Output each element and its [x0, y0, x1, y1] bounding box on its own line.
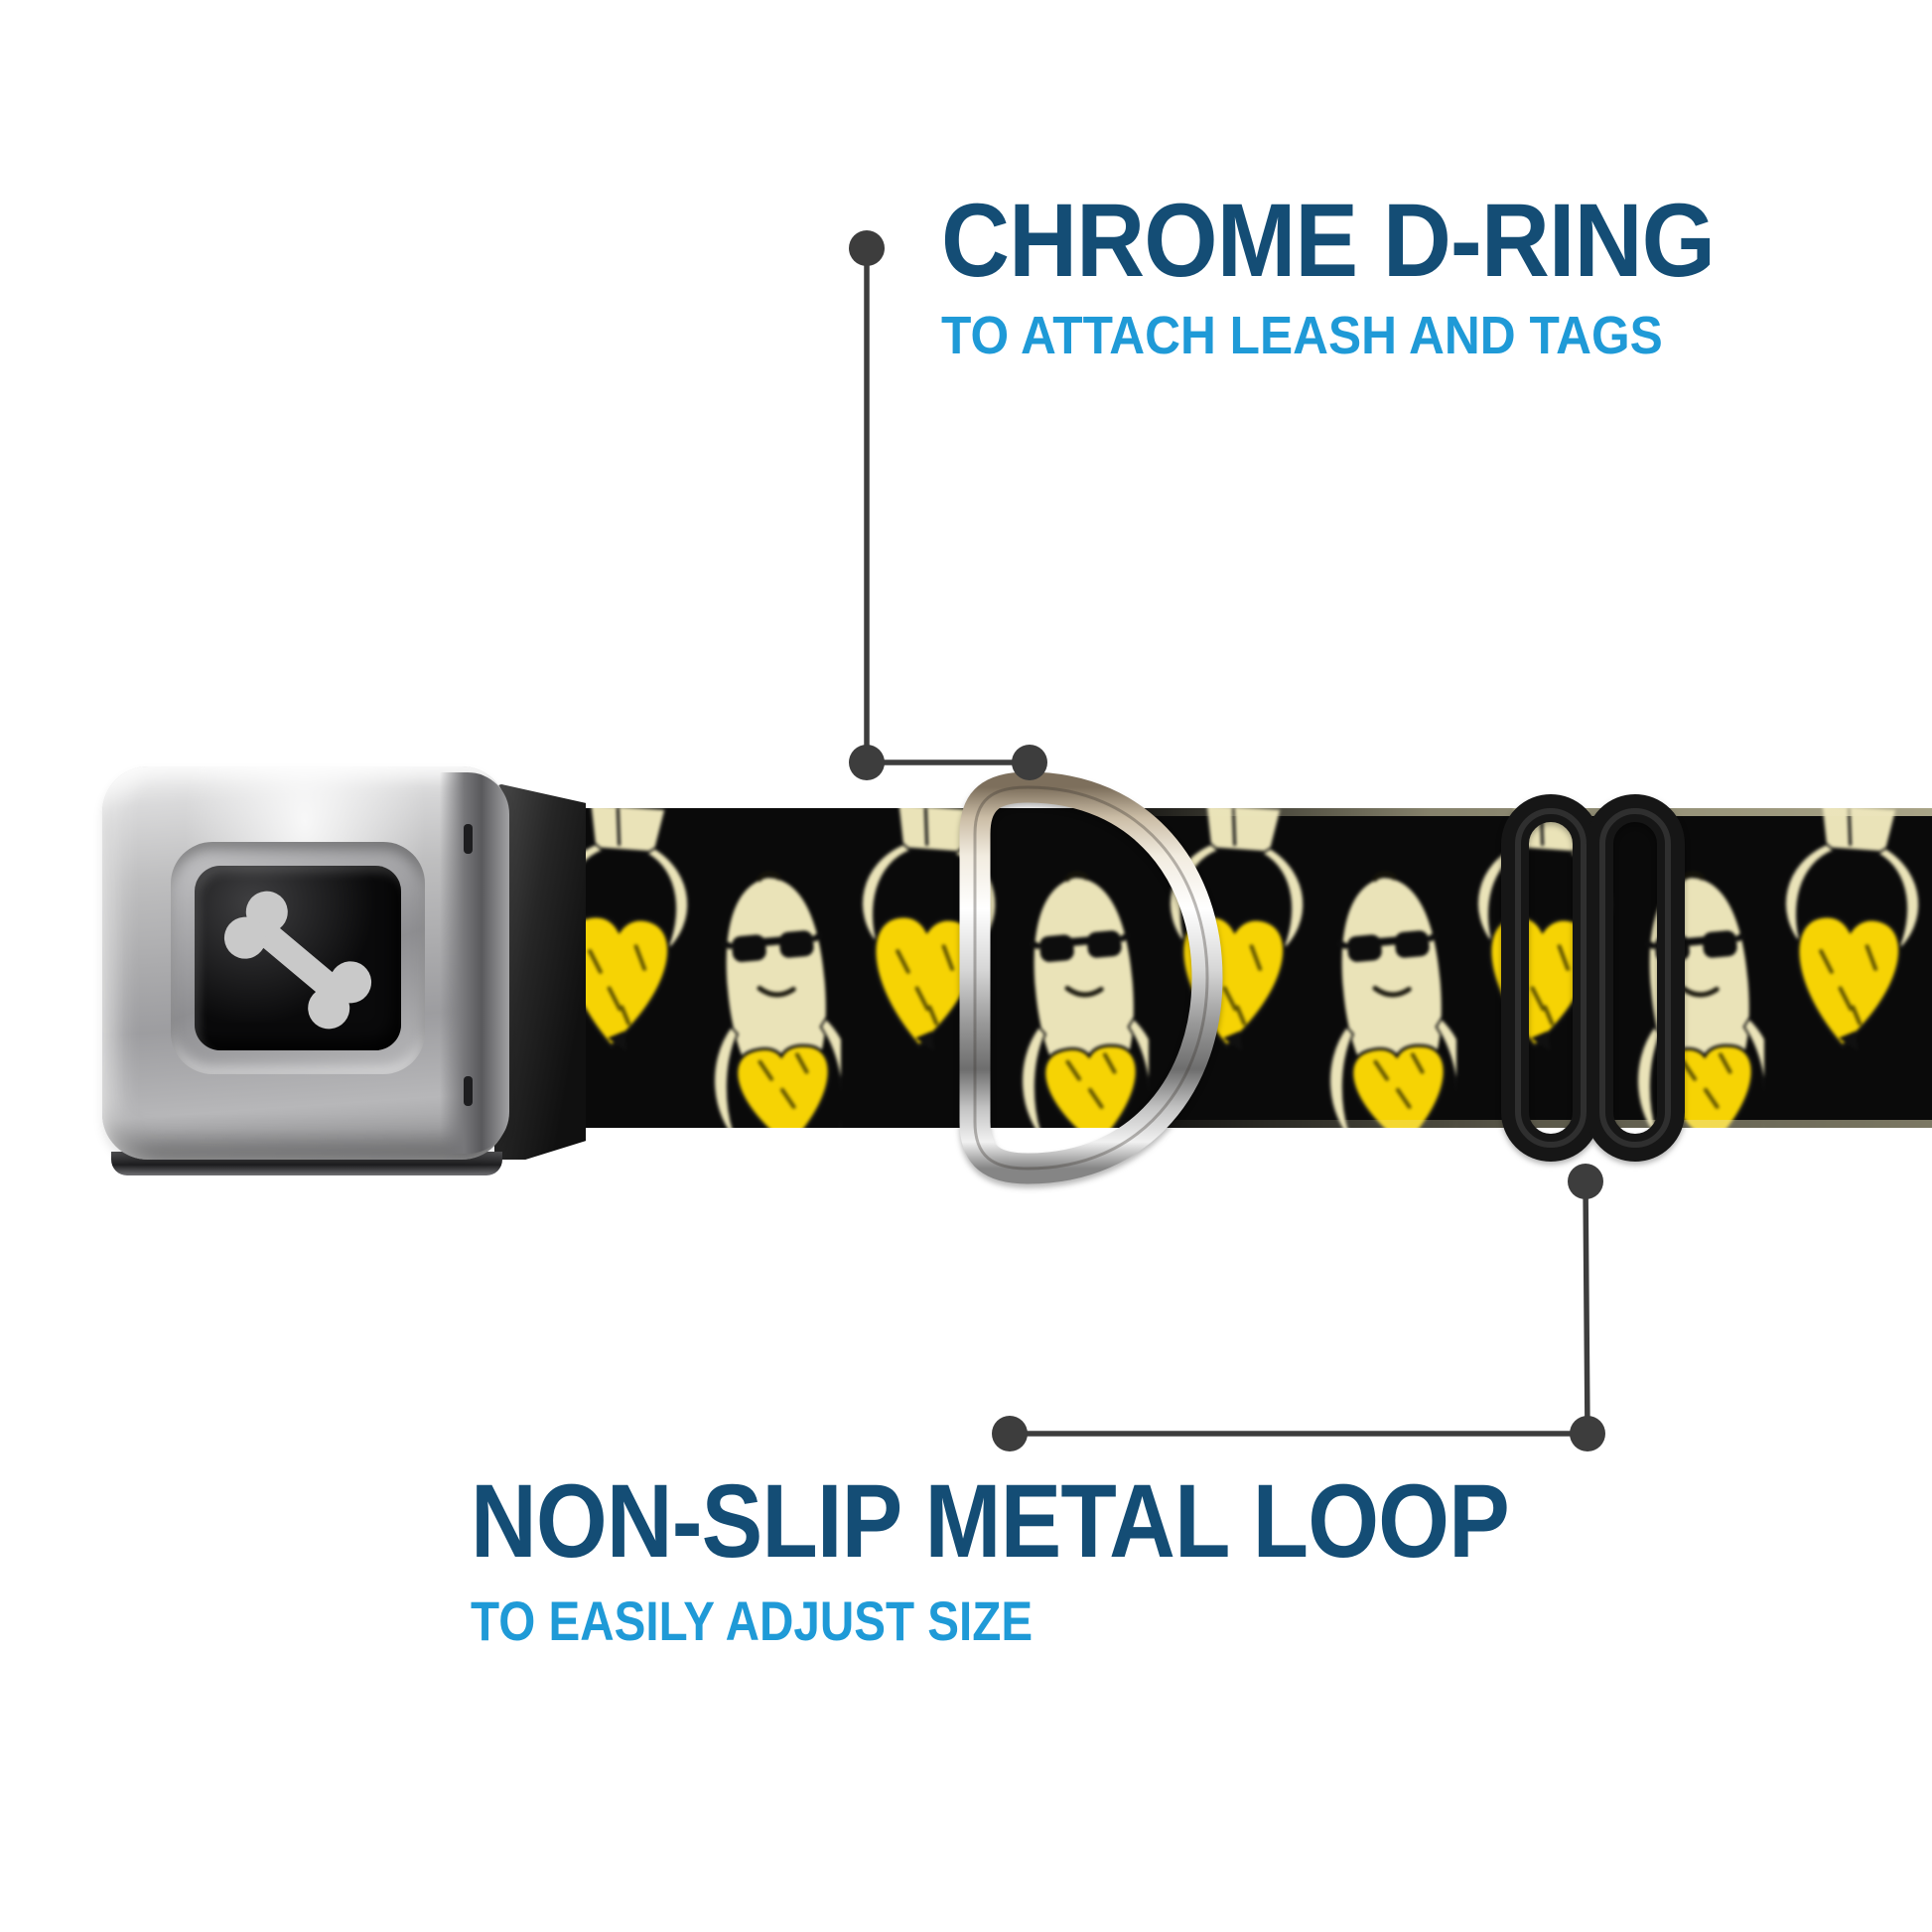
dog-bone-icon — [223, 891, 372, 1030]
latch-slot — [464, 1076, 473, 1106]
bottom-callout-line — [1010, 1180, 1590, 1437]
latch-slot — [464, 824, 473, 854]
collar-strap — [541, 808, 1932, 1128]
callout-dot — [992, 1416, 1028, 1451]
top-callout-subtitle: TO ATTACH LEASH AND TAGS — [941, 306, 1663, 365]
banana-pattern — [541, 808, 1932, 1128]
buckle-latch-strip — [440, 772, 509, 1154]
callout-dot — [849, 745, 885, 780]
top-callout-title: CHROME D-RING — [941, 183, 1716, 299]
callout-dot — [849, 230, 885, 266]
chrome-d-ring — [959, 771, 1223, 1184]
bottom-callout-subtitle: TO EASILY ADJUST SIZE — [471, 1589, 1034, 1652]
buckle-logo-window — [195, 866, 401, 1050]
webbing-fold — [494, 784, 586, 1160]
metal-loop-slider — [1501, 794, 1685, 1162]
callout-dot — [1570, 1416, 1605, 1451]
bottom-callout-title: NON-SLIP METAL LOOP — [471, 1463, 1510, 1580]
